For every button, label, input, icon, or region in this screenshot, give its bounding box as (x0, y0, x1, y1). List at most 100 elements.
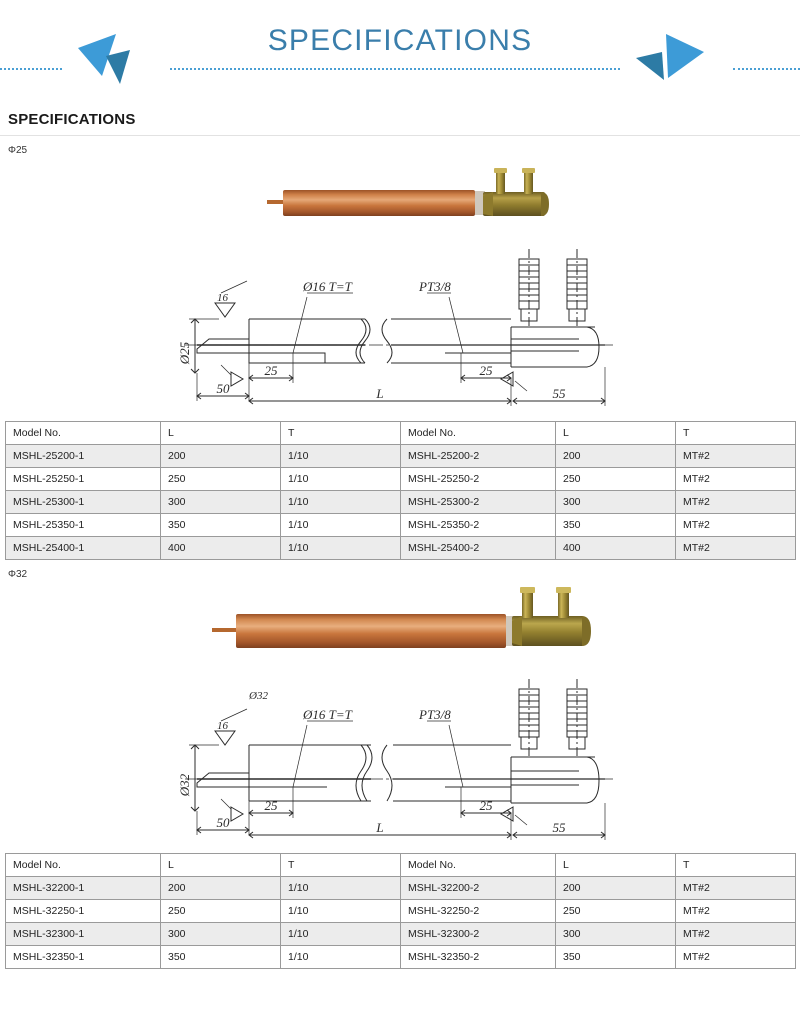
col-header-t-2: T (675, 853, 796, 877)
product-photo-25 (0, 156, 800, 241)
col-header-l-1: L (160, 421, 281, 445)
cell-t-1: 1/10 (280, 444, 401, 468)
cell-model-2: MSHL-32350-2 (400, 945, 556, 969)
cell-l-2: 300 (555, 922, 676, 946)
cell-t-2: MT#2 (675, 536, 796, 560)
cell-t-2: MT#2 (675, 945, 796, 969)
cell-t-1: 1/10 (280, 876, 401, 900)
cell-l-2: 350 (555, 945, 676, 969)
dim-25-right-label-25: 25 (480, 363, 494, 378)
cell-t-2: MT#2 (675, 444, 796, 468)
table-row: MSHL-32250-1 250 1/10 MSHL-32250-2 250 M… (5, 899, 796, 923)
dim-L-label-32: L (375, 820, 383, 835)
diameter-label-25: Φ25 (8, 145, 28, 156)
cell-l-1: 350 (160, 513, 281, 537)
top-diameter-label-32: Ø32 (248, 690, 268, 702)
cell-l-2: 250 (555, 467, 676, 491)
cell-l-2: 400 (555, 536, 676, 560)
spec-table-25: Model No. L T Model No. L T MSHL-25200-1… (5, 421, 796, 560)
table-header-row: Model No. L T Model No. L T (5, 853, 796, 877)
col-header-t-1: T (280, 421, 401, 445)
cell-t-2: MT#2 (675, 467, 796, 491)
cell-t-1: 1/10 (280, 513, 401, 537)
col-header-l-2: L (555, 421, 676, 445)
product-photo-32 (0, 580, 800, 673)
cell-l-2: 200 (555, 444, 676, 468)
banner-dotted-line-right (733, 68, 800, 72)
cell-model-2: MSHL-25200-2 (400, 444, 556, 468)
thread-note-label-25: PT3/8 (418, 279, 451, 294)
dim-25-right-label-32: 25 (480, 798, 494, 813)
col-header-l-1: L (160, 853, 281, 877)
cell-l-2: 200 (555, 876, 676, 900)
col-header-t-2: T (675, 421, 796, 445)
cell-l-2: 300 (555, 490, 676, 514)
spec-table-32: Model No. L T Model No. L T MSHL-32200-1… (5, 853, 796, 969)
cell-t-1: 1/10 (280, 945, 401, 969)
spec-block-32: Φ32 (0, 569, 800, 969)
cell-l-2: 350 (555, 513, 676, 537)
dim-25-left-label-25: 25 (265, 363, 279, 378)
cell-model-1: MSHL-25250-1 (5, 467, 161, 491)
thread-note-label-32: PT3/8 (418, 707, 451, 722)
col-header-model-2: Model No. (400, 421, 556, 445)
cell-model-1: MSHL-32350-1 (5, 945, 161, 969)
banner-triangle-ornament-left (64, 26, 174, 88)
banner-triangle-ornament-right (626, 26, 736, 88)
table-header-row: Model No. L T Model No. L T (5, 421, 796, 445)
cell-t-2: MT#2 (675, 876, 796, 900)
dim-25-left-label-32: 25 (265, 798, 279, 813)
cell-l-1: 300 (160, 922, 281, 946)
cell-model-2: MSHL-32250-2 (400, 899, 556, 923)
technical-drawing-25: Ø25 16 Ø16 T=T PT3/8 50 25 25 L 55 (0, 241, 800, 421)
table-row: MSHL-25200-1 200 1/10 MSHL-25200-2 200 M… (5, 444, 796, 468)
table-row: MSHL-25350-1 350 1/10 MSHL-25350-2 350 M… (5, 513, 796, 537)
cell-model-2: MSHL-32300-2 (400, 922, 556, 946)
cell-l-1: 400 (160, 536, 281, 560)
cell-t-2: MT#2 (675, 922, 796, 946)
col-header-model-2: Model No. (400, 853, 556, 877)
diameter-label-32: Φ32 (8, 569, 28, 580)
cell-model-1: MSHL-25350-1 (5, 513, 161, 537)
cell-t-1: 1/10 (280, 467, 401, 491)
table-row: MSHL-25250-1 250 1/10 MSHL-25250-2 250 M… (5, 467, 796, 491)
cell-t-1: 1/10 (280, 536, 401, 560)
page-banner: SPECIFICATIONS (0, 0, 800, 95)
dim-L-label-25: L (375, 386, 383, 401)
cell-t-2: MT#2 (675, 899, 796, 923)
table-row: MSHL-32350-1 350 1/10 MSHL-32350-2 350 M… (5, 945, 796, 969)
dim-diameter-label-32: Ø32 (177, 773, 192, 797)
cell-model-2: MSHL-25350-2 (400, 513, 556, 537)
col-header-model-1: Model No. (5, 421, 161, 445)
cell-model-1: MSHL-25400-1 (5, 536, 161, 560)
table-row: MSHL-25300-1 300 1/10 MSHL-25300-2 300 M… (5, 490, 796, 514)
cell-model-2: MSHL-25300-2 (400, 490, 556, 514)
cell-model-1: MSHL-32200-1 (5, 876, 161, 900)
cell-model-2: MSHL-25400-2 (400, 536, 556, 560)
col-header-model-1: Model No. (5, 853, 161, 877)
bore-note-label-32: Ø16 T=T (302, 707, 353, 722)
banner-dotted-line-left (0, 68, 62, 72)
cell-l-2: 250 (555, 899, 676, 923)
surface-finish-label-25: 16 (217, 292, 229, 304)
cell-t-1: 1/10 (280, 922, 401, 946)
col-header-t-1: T (280, 853, 401, 877)
table-row: MSHL-32200-1 200 1/10 MSHL-32200-2 200 M… (5, 876, 796, 900)
dim-55-label-32: 55 (553, 820, 567, 835)
page-title: SPECIFICATIONS (267, 24, 533, 57)
dim-50-label-32: 50 (217, 815, 231, 830)
cell-model-1: MSHL-25300-1 (5, 490, 161, 514)
section-heading-divider (0, 135, 800, 136)
dim-55-label-25: 55 (553, 386, 567, 401)
surface-finish-label-32: 16 (217, 720, 229, 732)
cell-l-1: 250 (160, 899, 281, 923)
cell-t-2: MT#2 (675, 490, 796, 514)
spec-block-25: Φ25 (0, 145, 800, 560)
banner-dotted-line-center (170, 68, 620, 72)
cell-model-1: MSHL-25200-1 (5, 444, 161, 468)
dim-50-label-25: 50 (217, 381, 231, 396)
table-row: MSHL-32300-1 300 1/10 MSHL-32300-2 300 M… (5, 922, 796, 946)
cell-model-1: MSHL-32250-1 (5, 899, 161, 923)
cell-t-2: MT#2 (675, 513, 796, 537)
dim-diameter-label-25: Ø25 (177, 341, 192, 365)
